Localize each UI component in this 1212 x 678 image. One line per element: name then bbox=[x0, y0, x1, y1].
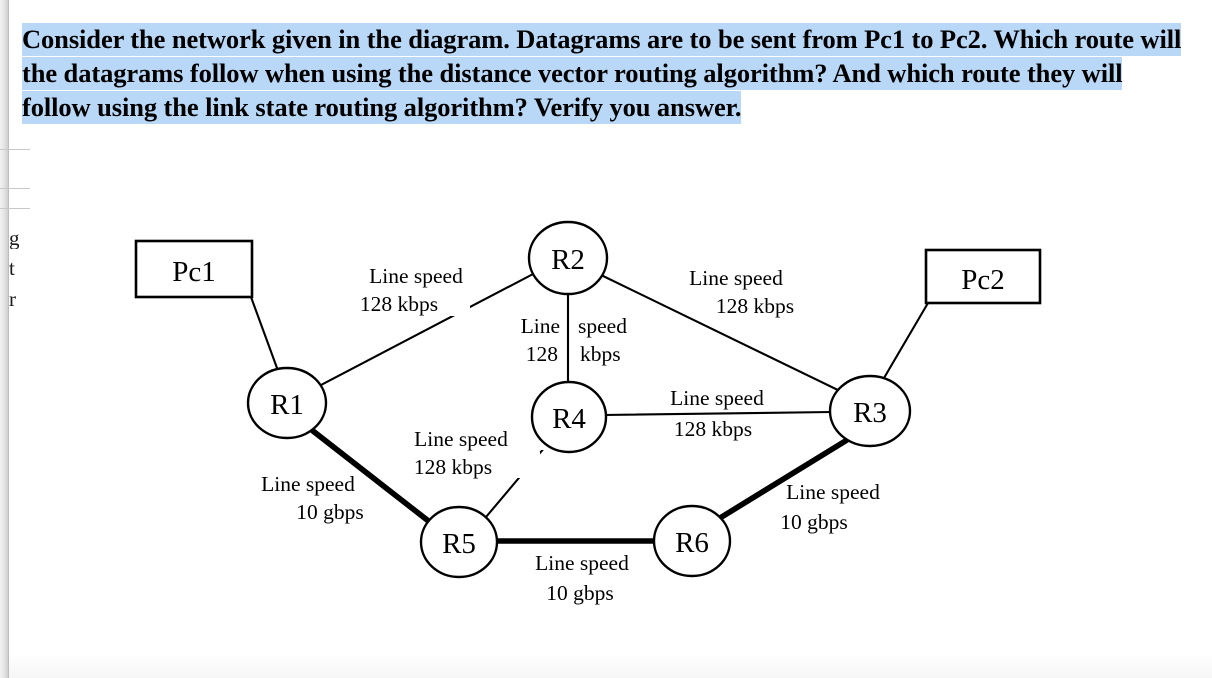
edge-label-r2-r3-line2: 128 kbps bbox=[716, 294, 794, 318]
edge-text-fragment: t bbox=[9, 258, 15, 279]
edge-label-r4-r5-line2: 128 kbps bbox=[414, 455, 492, 479]
bottom-fade-band bbox=[9, 654, 1212, 678]
link-r3-pc2 bbox=[882, 301, 930, 380]
gutter-rule bbox=[0, 208, 30, 209]
link-r2-r3 bbox=[599, 273, 844, 394]
router-r3-label: R3 bbox=[853, 397, 887, 429]
edge-label-r6-r3: Line speed 10 gbps bbox=[780, 480, 880, 534]
edge-label-r4-r3-line1: Line speed bbox=[670, 386, 764, 410]
edge-label-r6-r3-line2: 10 gbps bbox=[780, 510, 848, 534]
router-r5-label: R5 bbox=[442, 528, 476, 560]
edge-label-r1-r5: Line speed 10 gbps bbox=[261, 472, 364, 524]
edge-label-r4-r3: Line speed 128 kbps bbox=[670, 386, 764, 441]
router-r3[interactable]: R3 bbox=[828, 374, 912, 448]
host-pc2-box bbox=[924, 248, 1042, 305]
link-r6-r3 bbox=[717, 437, 850, 521]
edge-label-r2-r4-line1-right: speed bbox=[578, 314, 627, 338]
host-pc1[interactable]: Pc1 bbox=[134, 239, 254, 299]
host-pc1-box bbox=[134, 239, 254, 299]
link-r4-r3 bbox=[602, 410, 834, 417]
router-r3-circle bbox=[828, 374, 912, 448]
edge-label-r2-r4-line2-left: 128 bbox=[526, 342, 558, 366]
gutter-rule bbox=[0, 149, 30, 150]
edge-text-fragment: g bbox=[9, 228, 20, 249]
router-r5[interactable]: R5 bbox=[419, 505, 499, 579]
link-r1-r2 bbox=[319, 271, 537, 387]
router-r1-label: R1 bbox=[270, 389, 304, 421]
router-r6[interactable]: R6 bbox=[652, 504, 732, 578]
edge-label-r4-r5-line1: Line speed bbox=[414, 427, 508, 451]
router-r2-label: R2 bbox=[551, 244, 585, 276]
left-gutter-strip[interactable] bbox=[0, 0, 30, 678]
router-r4-label: R4 bbox=[552, 403, 586, 435]
link-r4-r5 bbox=[484, 445, 547, 519]
router-r1-circle bbox=[246, 366, 328, 440]
edge-label-r1-r5-line1: Line speed bbox=[261, 472, 355, 496]
edge-label-r5-r6-line2: 10 gbps bbox=[546, 581, 614, 605]
link-r1-r5 bbox=[310, 428, 434, 526]
router-r4[interactable]: R4 bbox=[530, 380, 608, 454]
router-r6-label: R6 bbox=[675, 527, 709, 559]
edge-label-r2-r3-line1: Line speed bbox=[689, 266, 783, 290]
host-pc2-label: Pc2 bbox=[961, 264, 1005, 296]
edge-label-r6-r3-line1: Line speed bbox=[786, 480, 880, 504]
router-r4-circle bbox=[530, 380, 608, 454]
edge-text-fragment: r bbox=[9, 289, 16, 310]
edge-label-r1-r2-line2: 128 kbps bbox=[360, 292, 438, 316]
question-text: Consider the network given in the diagra… bbox=[22, 22, 1182, 124]
edge-label-r2-r4-line1-left: Line bbox=[521, 314, 560, 338]
gutter-rule bbox=[0, 188, 30, 189]
edge-label-r2-r3: Line speed 128 kbps bbox=[676, 264, 838, 318]
edge-label-r1-r2-line1: Line speed bbox=[369, 264, 463, 288]
edge-label-r2-r4-line2-right: kbps bbox=[580, 342, 621, 366]
edge-label-r4-r3-line2: 128 kbps bbox=[674, 417, 752, 441]
edge-label-r2-r4: Line speed 128 kbps bbox=[521, 314, 628, 366]
router-r2-circle bbox=[527, 220, 609, 296]
edge-label-r4-r5: Line speed 128 kbps bbox=[394, 424, 552, 479]
edge-label-r1-r2: Line speed 128 kbps bbox=[328, 262, 496, 316]
link-pc1-r1 bbox=[249, 295, 279, 370]
question-highlight: Consider the network given in the diagra… bbox=[22, 23, 1182, 124]
host-pc1-label: Pc1 bbox=[172, 256, 216, 288]
edge-label-r1-r5-line2: 10 gbps bbox=[296, 500, 364, 524]
host-pc2[interactable]: Pc2 bbox=[924, 248, 1042, 305]
edge-label-r5-r6: Line speed 10 gbps bbox=[535, 551, 629, 605]
router-r5-circle bbox=[419, 505, 499, 579]
edge-label-r5-r6-line1: Line speed bbox=[535, 551, 629, 575]
router-r6-circle bbox=[652, 504, 732, 578]
router-r1[interactable]: R1 bbox=[246, 366, 328, 440]
router-r2[interactable]: R2 bbox=[527, 220, 609, 296]
